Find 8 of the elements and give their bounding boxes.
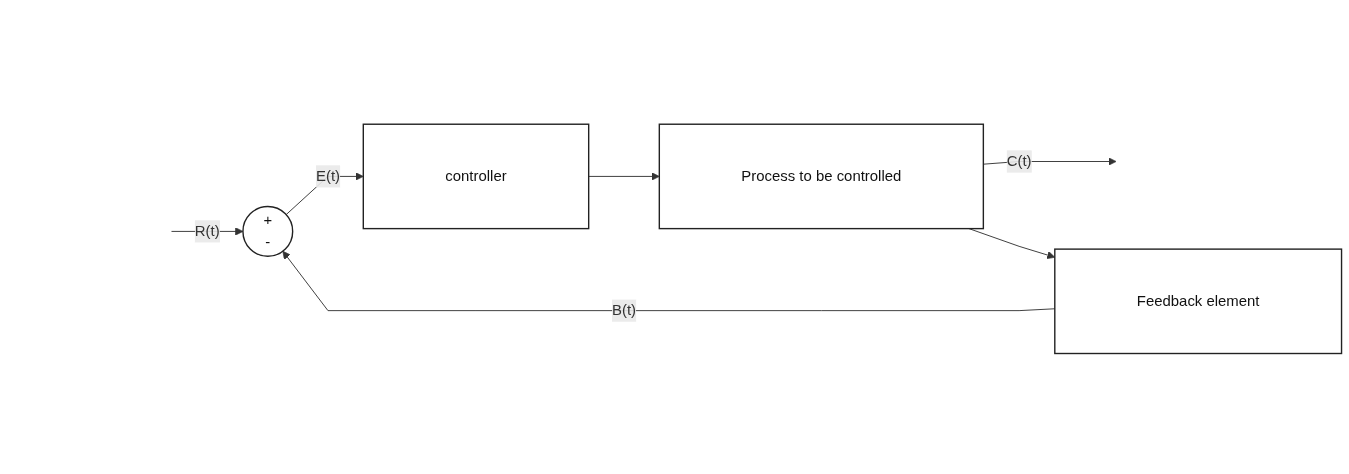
node-box: controller <box>362 123 590 230</box>
edge-label: B(t) <box>611 302 637 319</box>
node-box: Process to be controlled <box>658 123 985 230</box>
edge-label: C(t) <box>1006 153 1032 169</box>
edge-label: E(t) <box>315 168 340 184</box>
node-box: Feedback element <box>1054 248 1343 355</box>
node-circle: + - <box>242 205 294 257</box>
edge-label: R(t) <box>194 223 220 239</box>
